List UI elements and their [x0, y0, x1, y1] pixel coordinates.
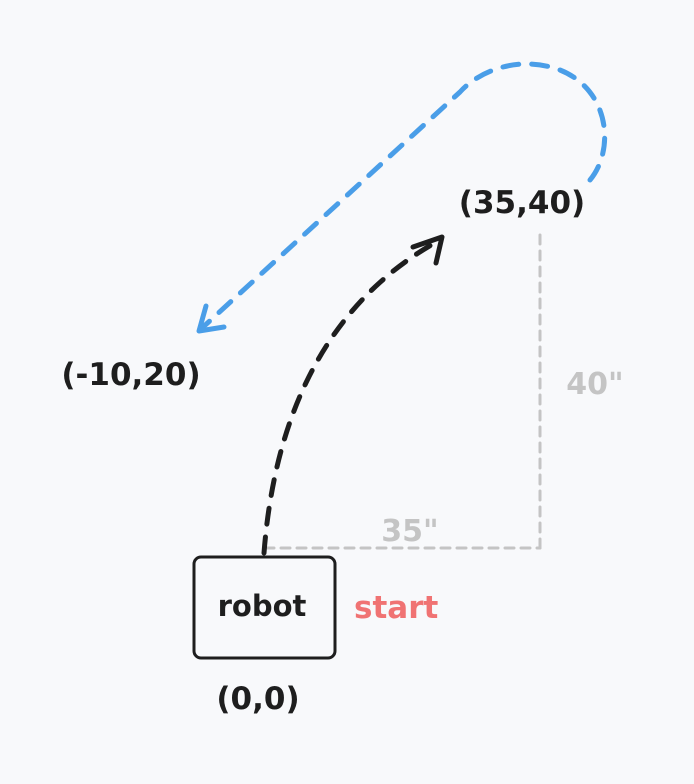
start-label: start: [354, 590, 438, 626]
return-coordinate-label: (-10,20): [61, 357, 200, 393]
return-path-arrowhead: [196, 303, 227, 334]
dim-x-label: 35": [381, 514, 438, 549]
return-path-curve: [199, 61, 608, 331]
robot-label: robot: [218, 589, 307, 623]
robot-node: robot: [192, 555, 337, 660]
dimension-lines: [263, 230, 542, 550]
forward-path-curve: [261, 237, 443, 556]
return-path: [196, 61, 608, 334]
forward-path-arrowhead: [410, 234, 445, 266]
robot-box: [192, 555, 337, 660]
dim-y-label: 40": [566, 367, 623, 402]
origin-coordinate-label: (0,0): [216, 681, 299, 717]
forward-path: [261, 234, 445, 556]
target-coordinate-label: (35,40): [459, 185, 585, 221]
